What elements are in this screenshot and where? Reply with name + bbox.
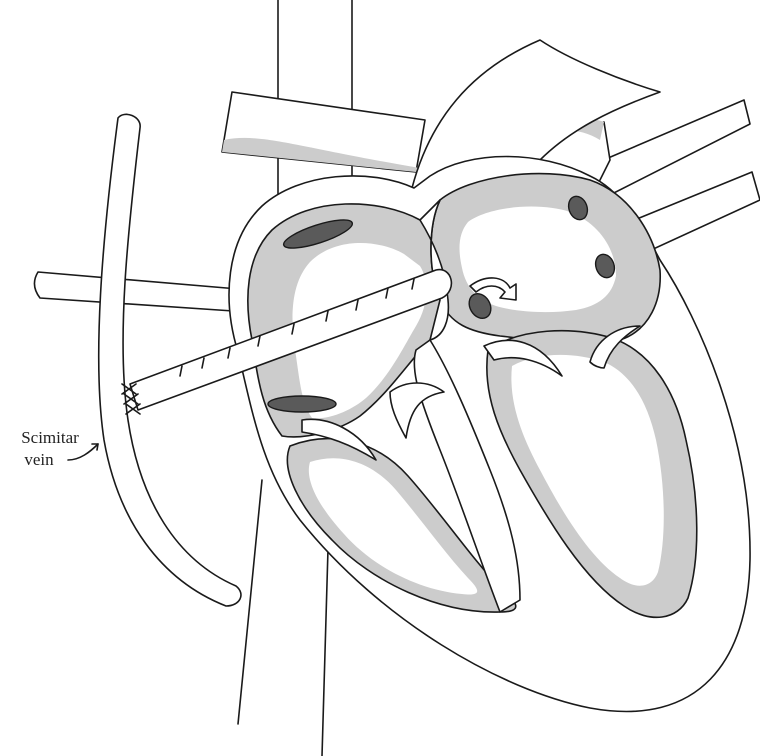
right-pulmonary-vein-branch [34, 272, 250, 312]
scimitar-vein-label-line2: vein [4, 449, 74, 470]
ivc-orifice [268, 396, 336, 412]
scimitar-vein-label: Scimitar [4, 427, 96, 448]
